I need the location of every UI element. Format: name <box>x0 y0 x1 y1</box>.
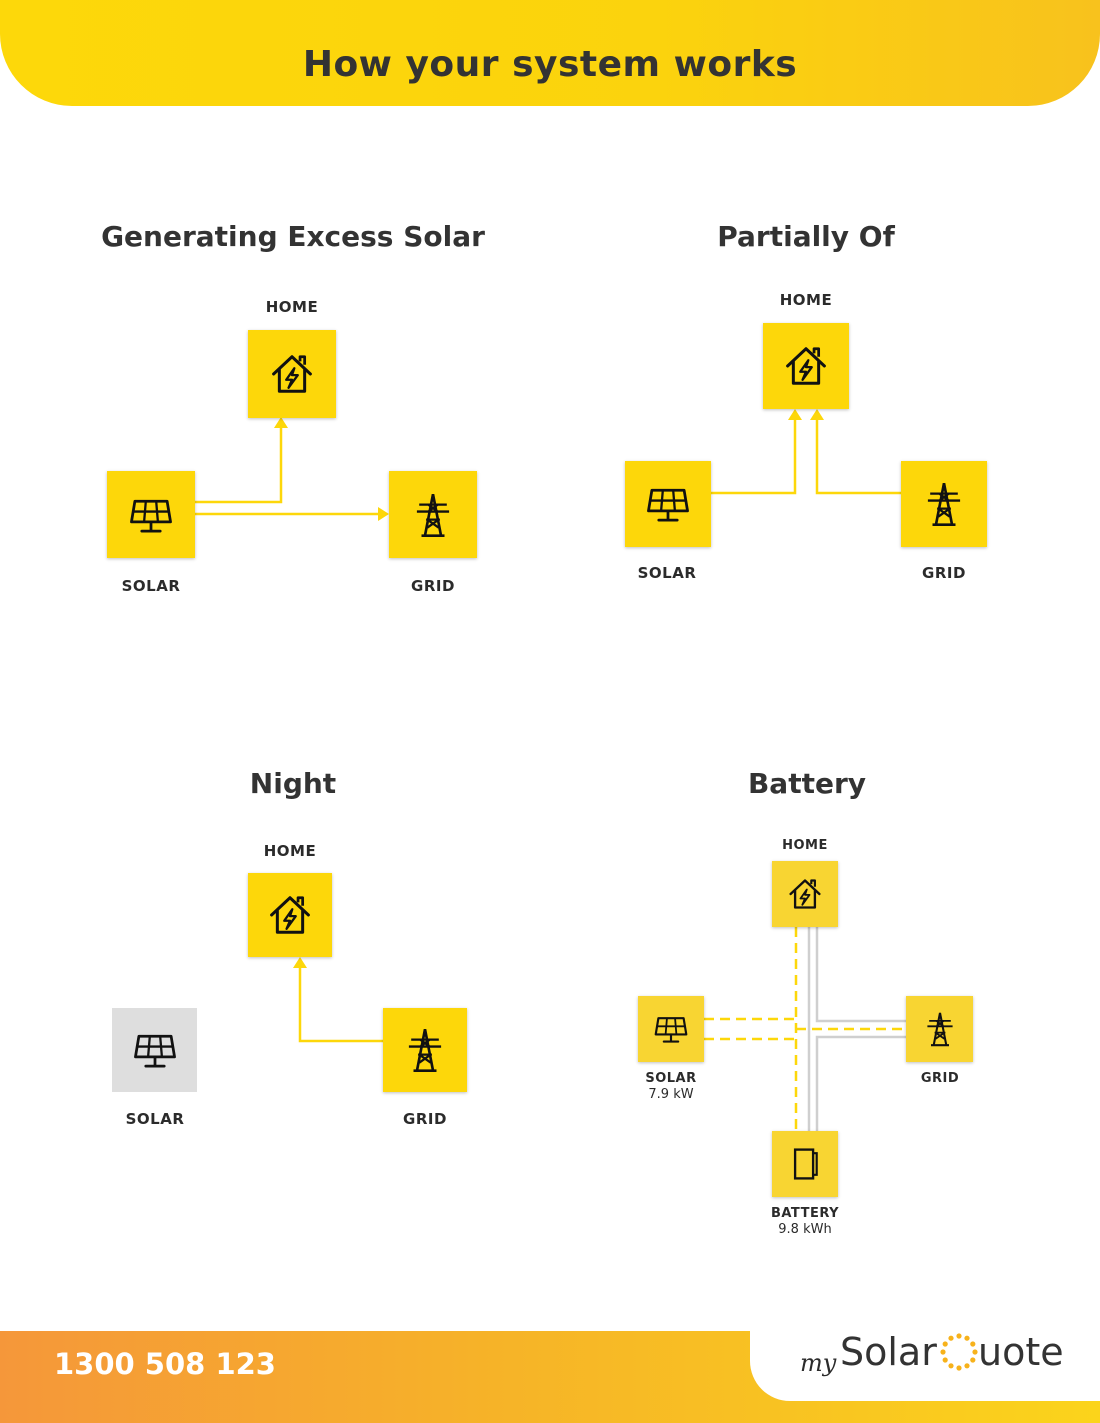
section-title-excess: Generating Excess Solar <box>101 220 485 253</box>
footer-phone-number[interactable]: 1300 508 123 <box>54 1347 276 1381</box>
battery-grid-label: GRID <box>920 1071 960 1086</box>
arrowhead-home <box>274 417 288 428</box>
night-grid-node <box>383 1008 467 1092</box>
arrowhead-grid <box>378 507 389 521</box>
logo-my-text: my <box>800 1349 837 1377</box>
partial-solar-label: SOLAR <box>637 564 697 582</box>
partial-home-node <box>763 323 849 409</box>
house-lightning-icon <box>269 351 315 397</box>
battery-solar-value: 7.9 kW <box>648 1087 694 1102</box>
solar-panel-icon <box>645 481 691 527</box>
battery-home-node <box>772 861 838 927</box>
battery-grid-node <box>906 996 973 1062</box>
inactive-wires <box>807 927 906 1131</box>
power-pylon-icon <box>922 1011 958 1047</box>
active-dashed-wires <box>704 927 906 1131</box>
flow-line-grid-to-home <box>298 963 383 1043</box>
partial-solar-node <box>625 461 711 547</box>
power-pylon-icon <box>921 481 967 527</box>
battery-solar-node <box>638 996 704 1062</box>
solar-panel-icon <box>653 1011 689 1047</box>
excess-grid-node <box>389 471 477 558</box>
battery-home-label: HOME <box>782 838 828 853</box>
battery-storage-node <box>772 1131 838 1197</box>
partial-grid-node <box>901 461 987 547</box>
night-solar-node <box>112 1008 197 1092</box>
logo-uote-text: uote <box>978 1330 1064 1374</box>
logo-container <box>750 1331 1100 1401</box>
night-home-node <box>248 873 332 957</box>
house-lightning-icon <box>267 892 313 938</box>
night-solar-label: SOLAR <box>125 1110 185 1128</box>
excess-home-label: HOME <box>265 298 319 316</box>
arrowhead-home-right <box>810 409 824 420</box>
excess-grid-label: GRID <box>411 577 455 595</box>
section-title-partial: Partially Of <box>717 220 895 253</box>
page-title: How your system works <box>302 44 798 85</box>
battery-icon <box>787 1146 823 1182</box>
partial-grid-label: GRID <box>922 564 966 582</box>
battery-storage-label: BATTERY <box>770 1206 840 1221</box>
power-pylon-icon <box>410 492 456 538</box>
flow-line-solar-to-home <box>711 415 797 495</box>
excess-solar-label: SOLAR <box>121 577 181 595</box>
excess-home-node <box>248 330 336 418</box>
solar-panel-icon <box>132 1027 178 1073</box>
power-pylon-icon <box>402 1027 448 1073</box>
battery-storage-value: 9.8 kWh <box>778 1222 832 1237</box>
night-home-label: HOME <box>263 842 317 860</box>
arrowhead-home <box>293 957 307 968</box>
sun-q-icon <box>940 1333 978 1371</box>
flow-line-solar-to-home <box>195 420 283 504</box>
night-grid-label: GRID <box>403 1110 447 1128</box>
battery-solar-label: SOLAR <box>645 1071 697 1086</box>
logo-solar-text: Solar <box>840 1330 937 1374</box>
house-lightning-icon <box>783 343 829 389</box>
solar-panel-icon <box>128 492 174 538</box>
excess-solar-node <box>107 471 195 558</box>
house-lightning-icon <box>787 876 823 912</box>
header-banner <box>0 0 1100 106</box>
section-title-battery: Battery <box>747 767 867 800</box>
section-title-night: Night <box>249 767 337 800</box>
flow-line-grid-to-home <box>815 415 901 495</box>
arrowhead-home-left <box>788 409 802 420</box>
partial-home-label: HOME <box>779 291 833 309</box>
